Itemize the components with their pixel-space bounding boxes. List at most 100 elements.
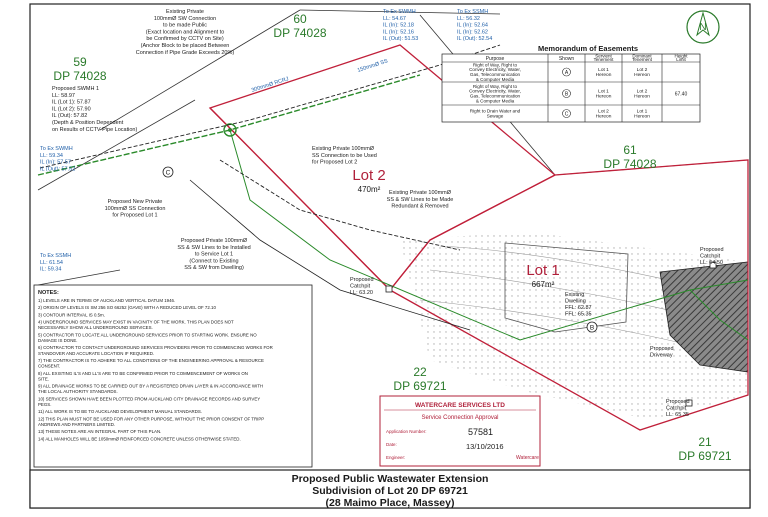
callout-line: Proposed SWMH 1 — [52, 86, 99, 92]
easement-purpose: Convey Electricity, Water, — [469, 89, 521, 94]
callout-line: IL (In): 52.18 — [383, 23, 414, 29]
callout-line: (Connect to Existing — [189, 258, 238, 264]
callout-line: Existing — [565, 292, 584, 298]
easement-servient: Hereon — [596, 94, 612, 100]
easement-shown: B — [565, 92, 569, 98]
callout-line: Existing Private — [166, 9, 204, 15]
easement-servient: Hereon — [596, 72, 612, 78]
proposed-swmh-symbol — [223, 123, 237, 137]
lot1-area: 667m² — [532, 280, 555, 289]
easement-header: Servient — [595, 54, 612, 59]
callout-line: LL: 56.32 — [457, 16, 480, 22]
callout-line: Connection if Pipe Grade Exceeds 20%) — [136, 50, 235, 56]
note-line: 14) ALL MANHOLES WILL BE 1050mmØ REINFOR… — [38, 436, 241, 441]
easement-header: Shown — [559, 56, 575, 62]
callout-line: Proposed Private 100mmØ — [181, 238, 248, 244]
callout-line: IL (Out): 57.82 — [52, 113, 87, 119]
callout-line: for Proposed Lot 1 — [112, 213, 157, 219]
callout-line: LL: 63.20 — [350, 290, 373, 296]
notes-box: NOTES: 1) LEVELS ARE IN TERMS OF AUCKLAN… — [33, 284, 313, 468]
callout-line: Proposed — [700, 247, 724, 253]
callout-line: Proposed — [666, 399, 690, 405]
callout-line: Existing Private 100mmØ — [389, 190, 452, 196]
easement-header: Dominant — [632, 54, 652, 59]
callout-line: for Proposed Lot 2 — [312, 160, 357, 166]
easement-dominant: Hereon — [634, 72, 650, 78]
easement-purpose: Right of Way, Right to — [473, 62, 518, 67]
callout-line: IL: 59.34 — [40, 267, 61, 273]
callout-line: LL: 58.97 — [52, 93, 75, 99]
note-line: CONSENT. — [38, 364, 60, 369]
stamp-date-label: Date: — [386, 442, 397, 447]
easement-dominant: Lot 2 — [637, 89, 648, 95]
easement-header: Height — [674, 54, 688, 59]
note-line: PEGS. — [38, 402, 51, 407]
note-line: 5) CONTRACTOR TO LOCATE ALL UNDERGROUND … — [38, 332, 257, 337]
easement-dominant: Lot 1 — [637, 109, 648, 115]
svg-text:C: C — [166, 170, 171, 177]
easement-purpose: & Computer Media — [476, 98, 515, 103]
easement-dominant: Hereon — [634, 94, 650, 100]
callout-line: to Service Lot 1 — [195, 252, 233, 258]
callout-line: Proposed — [350, 277, 374, 283]
note-line: 2) ORIGIN OF LEVELS IS SM 256 SO 66252 (… — [38, 305, 216, 310]
callout-line: IL (Lot 2): 57.90 — [52, 106, 91, 112]
callout-line: SS Connection to be Used — [312, 153, 377, 159]
callout-line: on Results of CCTV Pipe Location) — [52, 127, 137, 133]
easement-header: Purpose — [486, 56, 505, 62]
note-line: 7) THE CONTRACTOR IS TO ADHERE TO ALL CO… — [38, 358, 264, 363]
callout-line: LL: 59.34 — [40, 153, 63, 159]
note-line: SITE. — [38, 376, 49, 381]
lot2-area: 470m² — [358, 185, 381, 194]
callout-line: Driveway — [650, 353, 673, 359]
svg-text:B: B — [590, 325, 594, 332]
easement-height: 67.40 — [675, 92, 688, 98]
easement-purpose: Gas, Telecommunication — [470, 94, 521, 99]
stamp-date: 13/10/2016 — [466, 442, 504, 451]
easement-shown: A — [565, 70, 569, 76]
callout-line: (Depth & Position Dependent — [52, 120, 124, 126]
lot1-label: Lot 1 — [526, 262, 559, 279]
callout-line: IL (Out): 57.52 — [40, 166, 75, 172]
callout-line: IL (In): 52.64 — [457, 23, 488, 29]
easement-purpose: Right of Way, Right to — [473, 84, 518, 89]
stamp-number-label: Application Number: — [386, 429, 427, 434]
easement-marker-c — [162, 166, 174, 178]
callout-line: SS & SW Lines to be Made — [387, 197, 454, 203]
easement-dominant: Lot 2 — [637, 67, 648, 73]
note-line: 1) LEVELS ARE IN TERMS OF AUCKLAND VERTI… — [38, 298, 175, 303]
stamp-engineer-label: Engineer: — [386, 455, 405, 460]
lot2-label: Lot 2 — [352, 167, 385, 184]
callout-line: Catchpit — [700, 254, 721, 260]
stamp-title: Service Connection Approval — [421, 415, 498, 421]
note-line: 12) THIS PLAN MUST NOT BE USED FOR ANY O… — [38, 416, 264, 421]
callout-line: SS & SW from Dwelling) — [184, 265, 244, 271]
callout-line: IL (Out): 52.54 — [457, 36, 492, 42]
callout-line: Catchpit — [666, 406, 687, 412]
easement-servient: Lot 1 — [598, 67, 609, 73]
watercare-approval-stamp: WATERCARE SERVICES LTD Service Connectio… — [379, 395, 541, 467]
easements-title: Memorandum of Easements — [538, 44, 638, 53]
parcel-labels: 60 DP 74028 59 DP 74028 61 DP 74028 22 D… — [53, 12, 731, 463]
callout-line: To Ex SWMH — [40, 146, 73, 152]
easement-servient: Hereon — [596, 114, 612, 120]
parcel-22-number: 22 — [413, 365, 427, 379]
parcel-59-dp: DP 74028 — [53, 69, 106, 83]
parcel-21-dp: DP 69721 — [678, 449, 731, 463]
easement-servient: Lot 1 — [598, 89, 609, 95]
easement-shown-marker — [562, 67, 571, 77]
callout-line: IL (Lot 1): 57.87 — [52, 100, 91, 106]
callout-line: Proposed New Private — [108, 199, 163, 205]
north-arrow-icon — [686, 10, 720, 44]
